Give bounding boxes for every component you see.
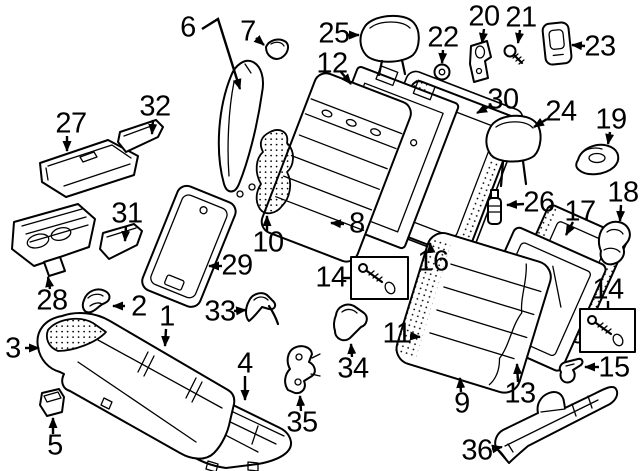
callout-leader-16	[426, 242, 436, 254]
callout-label-32: 32	[139, 90, 171, 123]
callout-label-4: 4	[237, 347, 253, 380]
callout-label-25: 25	[318, 17, 350, 50]
callout-label-15: 15	[598, 351, 630, 384]
callout-label-28: 28	[36, 284, 68, 317]
callout-label-7: 7	[240, 15, 256, 48]
part-24-headrest-right	[485, 114, 542, 188]
callout-leader-34	[347, 343, 357, 358]
part-7-trim-cap	[265, 38, 290, 60]
part-14-screw-kit-left	[350, 256, 409, 300]
callout-label-14a: 14	[315, 261, 347, 294]
callout-leader-20	[478, 28, 488, 44]
part-25-headrest-left	[359, 14, 420, 77]
part-5-holder-box	[39, 388, 65, 417]
part-2-clip	[81, 288, 111, 314]
part-19-bracket	[575, 143, 620, 176]
part-18-bracket	[597, 220, 631, 266]
part-6-side-bolster-trim	[217, 59, 264, 198]
part-33-hook	[245, 292, 280, 326]
callout-leader-1	[161, 328, 171, 347]
part-27-load-floor	[39, 139, 139, 198]
callout-leader-17	[564, 221, 575, 236]
callout-label-5: 5	[47, 429, 63, 462]
callout-label-35: 35	[286, 406, 318, 439]
part-28-cupholder-tray	[11, 203, 96, 277]
part-14-screw-kit-right	[579, 308, 636, 353]
part-21-screw	[503, 44, 525, 65]
callout-label-31: 31	[111, 197, 143, 230]
part-20-latch-plate	[469, 40, 492, 83]
part-34-bracket-cover	[332, 303, 368, 342]
callout-leader-28	[45, 276, 55, 290]
callout-label-2: 2	[131, 290, 147, 323]
part-35-hinge-bracket	[284, 345, 321, 395]
callout-leader-31	[121, 225, 131, 242]
callout-leader-13	[513, 363, 523, 383]
callout-label-19: 19	[595, 103, 627, 136]
callout-label-30: 30	[487, 83, 519, 116]
callout-label-36: 36	[461, 434, 493, 467]
callout-label-6: 6	[180, 11, 196, 44]
callout-label-9: 9	[454, 387, 470, 420]
part-1-seat-cushion	[36, 312, 236, 460]
part-22-grommet	[433, 63, 451, 81]
callout-label-33: 33	[204, 295, 236, 328]
callout-leader-26	[506, 199, 525, 209]
callout-label-14b: 14	[592, 273, 624, 306]
callout-leader-19	[605, 131, 615, 145]
callout-label-1: 1	[159, 300, 175, 333]
callout-leader-9	[456, 377, 466, 393]
callout-leader-21	[515, 29, 524, 44]
part-29-armrest	[141, 184, 237, 308]
part-9-seatback-cushion	[394, 232, 552, 394]
callout-leader-22	[438, 49, 448, 64]
callout-leader-30	[476, 104, 491, 115]
callout-label-18: 18	[607, 176, 639, 209]
callout-label-29: 29	[221, 249, 253, 282]
callout-leader-12	[340, 71, 352, 85]
callout-leader-24	[533, 117, 548, 129]
callout-label-24: 24	[545, 95, 577, 128]
callout-label-11: 11	[382, 317, 412, 350]
callout-label-12: 12	[316, 47, 348, 80]
part-10-foam-pad	[255, 129, 294, 215]
callout-label-20: 20	[468, 0, 500, 33]
callout-label-21: 21	[505, 1, 537, 34]
callout-label-17: 17	[564, 195, 596, 228]
part-23-guide-bezel	[541, 21, 573, 66]
callout-label-3: 3	[5, 332, 21, 365]
callout-leader-23	[571, 41, 586, 51]
part-15-knob	[558, 357, 584, 384]
callout-label-13: 13	[504, 377, 536, 410]
part-36-sill-trim	[494, 385, 619, 464]
callout-label-23: 23	[584, 30, 616, 63]
callout-leader-35	[296, 395, 306, 412]
callout-leader-36	[491, 444, 503, 454]
callout-leader-6	[201, 17, 242, 90]
callout-leader-18	[616, 204, 626, 222]
callout-leader-33	[233, 306, 247, 316]
callout-label-10: 10	[252, 226, 284, 259]
part-26-sleeve	[487, 189, 502, 225]
callout-label-22: 22	[427, 21, 459, 54]
callout-leader-8	[330, 219, 345, 229]
callout-label-34: 34	[337, 352, 369, 385]
callout-label-26: 26	[523, 186, 555, 219]
callout-label-27: 27	[55, 107, 87, 140]
callout-label-16: 16	[417, 245, 449, 278]
callout-leader-11	[409, 331, 421, 341]
callout-label-8: 8	[349, 207, 365, 240]
callout-leader-7	[253, 35, 265, 46]
callout-leader-32	[148, 119, 158, 135]
